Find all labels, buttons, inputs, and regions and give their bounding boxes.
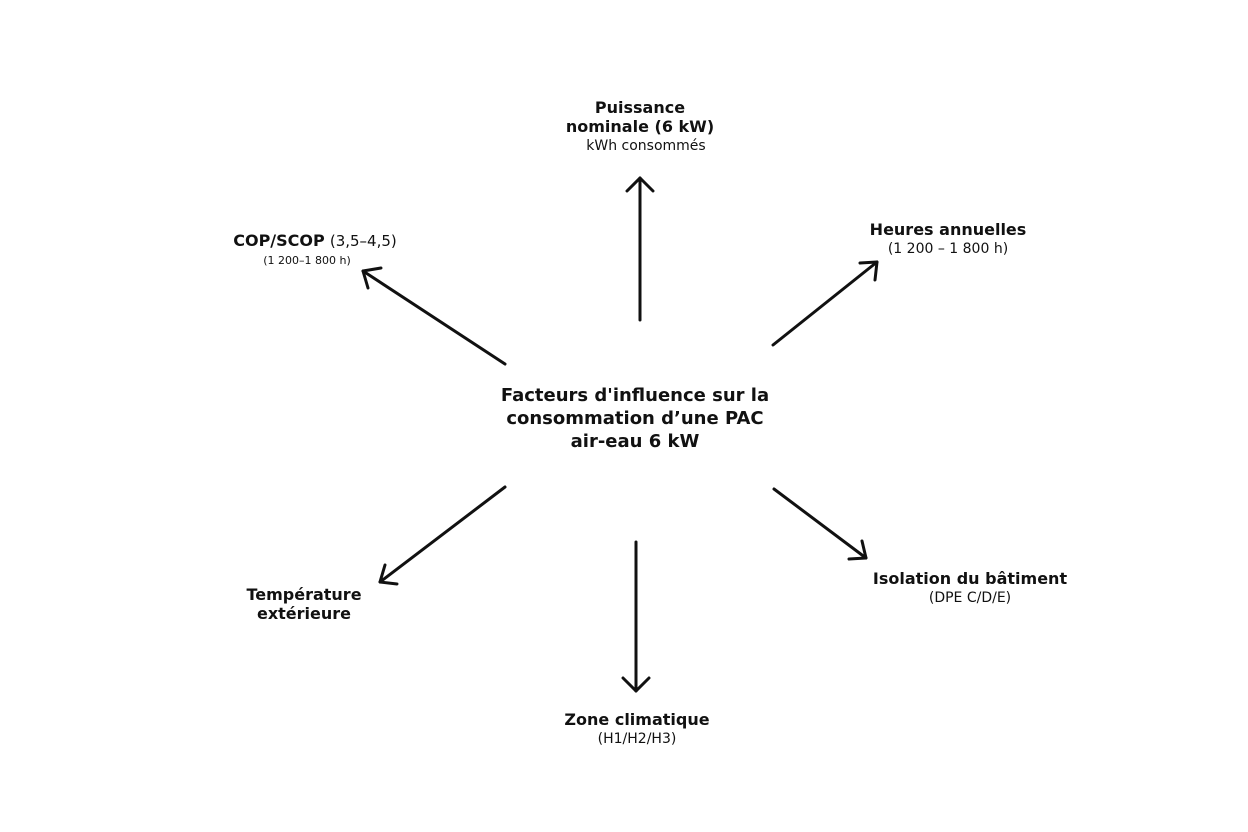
factor-heures-title: Heures annuelles: [869, 220, 1027, 239]
factor-isolation-title: Isolation du bâtiment: [872, 569, 1068, 588]
center-title-line-2: consommation d’une PAC: [506, 408, 764, 430]
arrow-to-cop: [361, 266, 507, 366]
factor-isolation: Isolation du bâtiment (DPE C/D/E): [860, 569, 1080, 607]
factor-cop-title: COP/SCOP: [233, 231, 325, 250]
arrow-to-heures: [771, 260, 879, 347]
arrow-to-temperature: [378, 485, 507, 586]
arrow-to-zone: [621, 540, 651, 693]
factor-heures-sub: (1 200 – 1 800 h): [887, 241, 1009, 258]
factor-isolation-sub: (DPE C/D/E): [928, 590, 1012, 607]
diagram-center-title: Facteurs d'influence sur la consommation…: [480, 384, 790, 453]
factor-zone-sub: (H1/H2/H3): [597, 731, 677, 748]
factor-puissance: Puissance nominale (6 kW) kWh consommés: [540, 98, 740, 155]
factor-puissance-title-2: nominale (6 kW): [565, 117, 715, 137]
arrow-to-isolation: [772, 487, 868, 561]
factor-temperature-title-1: Température: [246, 585, 362, 604]
factor-puissance-sub: kWh consommés: [586, 138, 706, 155]
factor-zone: Zone climatique (H1/H2/H3): [537, 710, 737, 748]
factor-temperature-title-2: extérieure: [256, 604, 352, 624]
factor-puissance-title-1: Puissance: [594, 98, 686, 117]
factor-temperature: Température extérieure: [214, 585, 394, 623]
center-title-line-3: air-eau 6 kW: [570, 431, 700, 453]
factor-cop-sub: (1 200–1 800 h): [263, 254, 351, 268]
center-title-line-1: Facteurs d'influence sur la: [500, 385, 770, 406]
factor-heures: Heures annuelles (1 200 – 1 800 h): [848, 220, 1048, 258]
factor-cop-range: (3,5–4,5): [329, 232, 397, 250]
factor-zone-title: Zone climatique: [564, 710, 710, 729]
factor-cop: COP/SCOP (3,5–4,5) (1 200–1 800 h): [205, 231, 425, 267]
arrow-to-puissance: [625, 176, 655, 322]
